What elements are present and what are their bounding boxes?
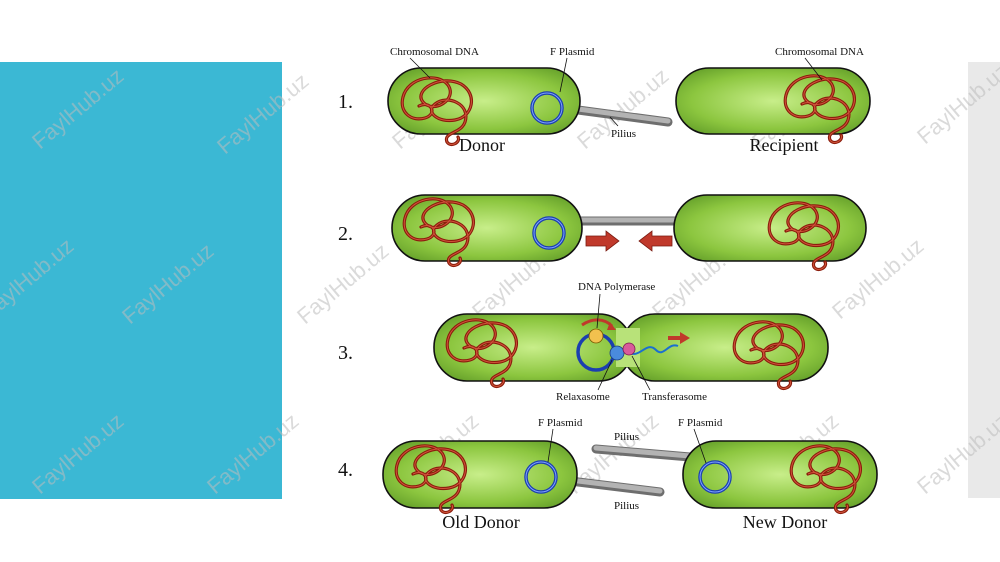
step-1: 1. Chromosomal DNA F Plasmid Chromosomal… [338, 46, 871, 155]
f-plasmid-label: F Plasmid [550, 46, 595, 58]
arrow-right-icon [585, 230, 620, 252]
gray-side-bar [968, 62, 1000, 498]
step-2: 2. [338, 194, 867, 272]
old-donor-caption: Old Donor [442, 512, 520, 532]
transferred-dna-strand [627, 344, 679, 355]
new-donor-cell [682, 440, 878, 509]
chromosomal-dna-label: Chromosomal DNA [775, 46, 864, 58]
dna-polymerase [588, 328, 604, 344]
watermark: FaylHub.uz [27, 408, 128, 499]
watermark: FaylHub.uz [212, 68, 313, 159]
old-donor-cell [382, 440, 578, 509]
recipient-caption: Recipient [750, 135, 819, 155]
step-4: 4. F Plasmid F Plasmid Pilius Pilius Old… [338, 417, 878, 532]
step-number: 3. [338, 342, 353, 364]
relaxasome [609, 345, 625, 361]
pilus-label: Pilius [614, 431, 639, 443]
arrow-left-icon [638, 230, 673, 252]
blue-side-panel [0, 62, 282, 499]
transferasome [622, 342, 636, 356]
dna-polymerase-label: DNA Polymerase [578, 281, 655, 293]
step-number: 2. [338, 223, 353, 245]
f-plasmid-label: F Plasmid [678, 417, 723, 429]
step-3: 3. DNA Polymerase Relaxasome Transferaso… [338, 281, 829, 403]
f-plasmid-label: F Plasmid [538, 417, 583, 429]
watermark: FaylHub.uz [202, 408, 303, 499]
step-number: 1. [338, 91, 353, 113]
step-number: 4. [338, 459, 353, 481]
donor-cell [391, 194, 583, 262]
watermark: FaylHub.uz [912, 58, 1000, 149]
chromosomal-dna-label: Chromosomal DNA [390, 46, 479, 58]
watermark: FaylHub.uz [27, 63, 128, 154]
new-donor-caption: New Donor [743, 512, 827, 532]
watermark: FaylHub.uz [292, 238, 393, 329]
pilus-label: Pilius [611, 128, 636, 140]
watermark: FaylHub.uz [0, 233, 78, 324]
arrow-right-icon [668, 332, 690, 344]
relaxasome-label: Relaxasome [556, 391, 610, 403]
watermark: FaylHub.uz [912, 408, 1000, 499]
watermark: FaylHub.uz [117, 238, 218, 329]
transferasome-label: Transferasome [642, 391, 707, 403]
donor-caption: Donor [459, 135, 505, 155]
pilus-label: Pilius [614, 500, 639, 512]
